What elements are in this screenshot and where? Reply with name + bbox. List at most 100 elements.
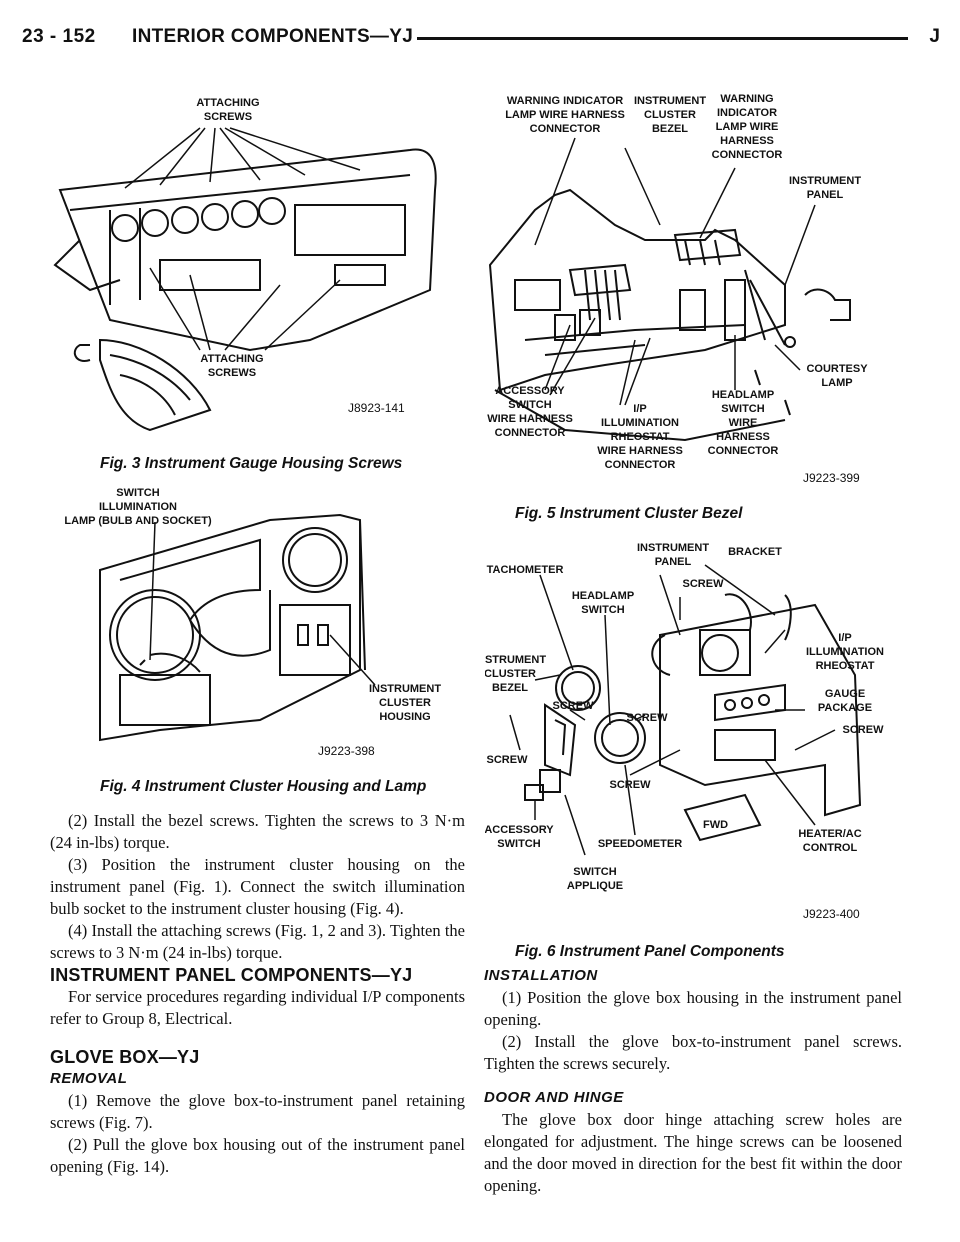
- figure-5: WARNING INDICATOR LAMP WIRE HARNESS CONN…: [485, 90, 905, 500]
- fig5-ip-3: RHEOSTAT: [611, 431, 670, 443]
- fig6-rheo-3: RHEOSTAT: [816, 660, 875, 672]
- left-column: (2) Install the bezel screws. Tighten th…: [50, 810, 465, 1178]
- fig5-hl-4: HARNESS: [716, 431, 770, 443]
- fig5-ip-5: CONNECTOR: [605, 459, 676, 471]
- fig4-lamp-2: ILLUMINATION: [99, 501, 177, 513]
- figure-4-illustration: SWITCH ILLUMINATION LAMP (BULB AND SOCKE…: [64, 487, 441, 758]
- figure-6-illustration: FWD TACHOMETER INSTRUMENT PANEL BRACKET …: [485, 542, 885, 921]
- fig6-acc-1: ACCESSORY: [485, 824, 554, 836]
- fig6-caption: Fig. 6 Instrument Panel Components: [515, 943, 785, 960]
- left-paragraph-6: (2) Pull the glove box housing out of th…: [50, 1135, 465, 1176]
- fig3-label-bottom-1: ATTACHING: [200, 353, 263, 365]
- fig5-court-2: LAMP: [821, 377, 852, 389]
- heading-door-and-hinge: DOOR AND HINGE: [484, 1089, 624, 1106]
- fig6-code: J9223-400: [803, 907, 860, 921]
- fig5-panel-2: PANEL: [807, 189, 844, 201]
- fig3-label-top-2: SCREWS: [204, 111, 252, 123]
- left-paragraph-5: (1) Remove the glove box-to-instrument p…: [50, 1091, 465, 1132]
- fig6-hl-2: SWITCH: [581, 604, 624, 616]
- fig6-rheo-1: I/P: [838, 632, 851, 644]
- fig3-caption: Fig. 3 Instrument Gauge Housing Screws: [100, 455, 403, 472]
- fig5-acc-4: CONNECTOR: [495, 427, 566, 439]
- fig5-wi2-5: CONNECTOR: [712, 149, 783, 161]
- fig6-hl-1: HEADLAMP: [572, 590, 634, 602]
- fig5-ip-1: I/P: [633, 403, 646, 415]
- page-header: 23 - 152 INTERIOR COMPONENTS—YJ J: [22, 26, 940, 56]
- fig5-hl-3: WIRE: [729, 417, 758, 429]
- figure-3: ATTACHING SCREWS ATTACHING SCREWS J8923-…: [50, 90, 470, 445]
- fig6-bezel-3: BEZEL: [492, 682, 528, 694]
- fig5-wi2-2: INDICATOR: [717, 107, 777, 119]
- fig5-wi2-1: WARNING: [720, 93, 773, 105]
- heading-installation: INSTALLATION: [484, 967, 598, 984]
- header-rule: [417, 37, 908, 40]
- fig6-appl-2: APPLIQUE: [567, 880, 623, 892]
- fig5-acc-1: ACCESSORY: [495, 385, 565, 397]
- fig5-bezel-2: CLUSTER: [644, 109, 696, 121]
- fig5-code: J9223-399: [803, 471, 860, 485]
- fig4-lamp-3: LAMP (BULB AND SOCKET): [64, 515, 212, 527]
- heading-glove-box: GLOVE BOX—YJ: [50, 1047, 200, 1067]
- right-column: INSTALLATION (1) Position the glove box …: [484, 965, 902, 1197]
- right-paragraph-2: (2) Install the glove box-to-instrument …: [484, 1032, 902, 1073]
- left-paragraph-2: (3) Position the instrument cluster hous…: [50, 855, 465, 918]
- right-paragraph-1: (1) Position the glove box housing in th…: [484, 988, 902, 1029]
- fig5-hl-1: HEADLAMP: [712, 389, 774, 401]
- fig5-wi2-4: HARNESS: [720, 135, 774, 147]
- fig5-panel-1: INSTRUMENT: [789, 175, 861, 187]
- fig5-court-1: COURTESY: [806, 363, 868, 375]
- fig6-fwd-text: FWD: [703, 819, 728, 831]
- right-paragraph-3: The glove box door hinge attaching screw…: [484, 1110, 902, 1195]
- fig4-caption: Fig. 4 Instrument Cluster Housing and La…: [100, 778, 427, 795]
- left-paragraph-4: For service procedures regarding individ…: [50, 987, 465, 1028]
- fig5-bezel-3: BEZEL: [652, 123, 688, 135]
- fig6-bezel-1: INSTRUMENT: [485, 654, 546, 666]
- fig5-caption: Fig. 5 Instrument Cluster Bezel: [515, 505, 743, 522]
- left-paragraph-1: (2) Install the bezel screws. Tighten th…: [50, 811, 465, 852]
- fig5-acc-3: WIRE HARNESS: [487, 413, 573, 425]
- fig6-screw-right: SCREW: [843, 724, 885, 736]
- fig4-lamp-1: SWITCH: [116, 487, 159, 499]
- section-title: INTERIOR COMPONENTS—YJ: [132, 26, 414, 47]
- fig6-appl-1: SWITCH: [573, 866, 616, 878]
- heading-removal: REMOVAL: [50, 1070, 128, 1087]
- figure-5-illustration: WARNING INDICATOR LAMP WIRE HARNESS CONN…: [487, 93, 868, 485]
- fig6-acc-2: SWITCH: [497, 838, 540, 850]
- fig6-screw-lower: SCREW: [610, 779, 652, 791]
- fig6-panel-1: INSTRUMENT: [637, 542, 709, 554]
- fig3-code: J8923-141: [348, 401, 405, 415]
- fig6-screw-top: SCREW: [683, 578, 725, 590]
- figure-3-illustration: ATTACHING SCREWS ATTACHING SCREWS J8923-…: [53, 97, 437, 432]
- left-paragraph-3: (4) Install the attaching screws (Fig. 1…: [50, 921, 465, 962]
- fig5-bezel-1: INSTRUMENT: [634, 95, 706, 107]
- fig6-gauge-2: PACKAGE: [818, 702, 872, 714]
- fig3-label-top-1: ATTACHING: [196, 97, 259, 109]
- fig5-wi1-2: LAMP WIRE HARNESS: [505, 109, 625, 121]
- fig5-wi2-3: LAMP WIRE: [716, 121, 779, 133]
- fig5-ip-4: WIRE HARNESS: [597, 445, 683, 457]
- fig6-heater-1: HEATER/AC: [798, 828, 861, 840]
- fig6-speedo: SPEEDOMETER: [598, 838, 682, 850]
- fig5-wi1-3: CONNECTOR: [530, 123, 601, 135]
- fig6-bracket: BRACKET: [728, 546, 782, 558]
- fig6-screw-mid: SCREW: [627, 712, 669, 724]
- fig4-housing-3: HOUSING: [379, 711, 430, 723]
- fig5-wi1-1: WARNING INDICATOR: [507, 95, 623, 107]
- fig4-housing-1: INSTRUMENT: [369, 683, 441, 695]
- fig5-hl-2: SWITCH: [721, 403, 764, 415]
- fig6-panel-2: PANEL: [655, 556, 692, 568]
- fig6-gauge-1: GAUGE: [825, 688, 865, 700]
- fig6-bezel-2: CLUSTER: [485, 668, 536, 680]
- fig6-screw-left: SCREW: [487, 754, 529, 766]
- header-marker: J: [929, 26, 940, 47]
- fig5-acc-2: SWITCH: [508, 399, 551, 411]
- fig6-tach: TACHOMETER: [487, 564, 564, 576]
- figure-6: FWD TACHOMETER INSTRUMENT PANEL BRACKET …: [485, 535, 905, 935]
- figure-4: SWITCH ILLUMINATION LAMP (BULB AND SOCKE…: [60, 480, 470, 770]
- fig6-rheo-2: ILLUMINATION: [806, 646, 884, 658]
- fig5-hl-5: CONNECTOR: [708, 445, 779, 457]
- page-number: 23 - 152: [22, 26, 96, 47]
- fig4-code: J9223-398: [318, 744, 375, 758]
- fig6-screw-mid-left: SCREW: [553, 700, 595, 712]
- fig3-label-bottom-2: SCREWS: [208, 367, 256, 379]
